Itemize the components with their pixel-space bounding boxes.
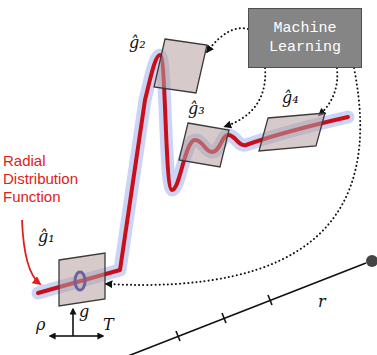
rdf-plane: ĝ₄ xyxy=(258,112,326,152)
box-title: Machine Learning xyxy=(255,19,355,57)
plane-shape xyxy=(58,252,106,307)
axis-label: r xyxy=(318,293,326,311)
plane-label: ĝ₄ xyxy=(282,89,299,107)
curve-title: Radial Distribution Function xyxy=(3,152,95,206)
dotted-arrow xyxy=(207,28,248,52)
rdf-plane: ĝ₂ xyxy=(153,38,208,94)
axis-label: g xyxy=(79,303,89,321)
rdf-plane: ĝ₁ xyxy=(58,252,106,307)
leader-arrow xyxy=(22,220,40,284)
plane-label: ĝ₃ xyxy=(188,100,205,118)
dotted-arrow xyxy=(225,68,265,127)
dotted-arrow xyxy=(319,68,337,115)
process-box: Machine Learning xyxy=(248,8,362,68)
plane-shape xyxy=(178,122,230,168)
plane-shape xyxy=(258,112,326,152)
axis-label: T xyxy=(103,316,114,334)
plane-label: ĝ₁ xyxy=(38,228,55,246)
plane-label: ĝ₂ xyxy=(129,34,146,52)
axis-label: ρ xyxy=(36,316,45,334)
plane-shape xyxy=(153,38,208,94)
rdf-plane: ĝ₃ xyxy=(178,122,230,168)
dotted-arrow xyxy=(106,68,360,285)
state-axes xyxy=(50,309,103,336)
